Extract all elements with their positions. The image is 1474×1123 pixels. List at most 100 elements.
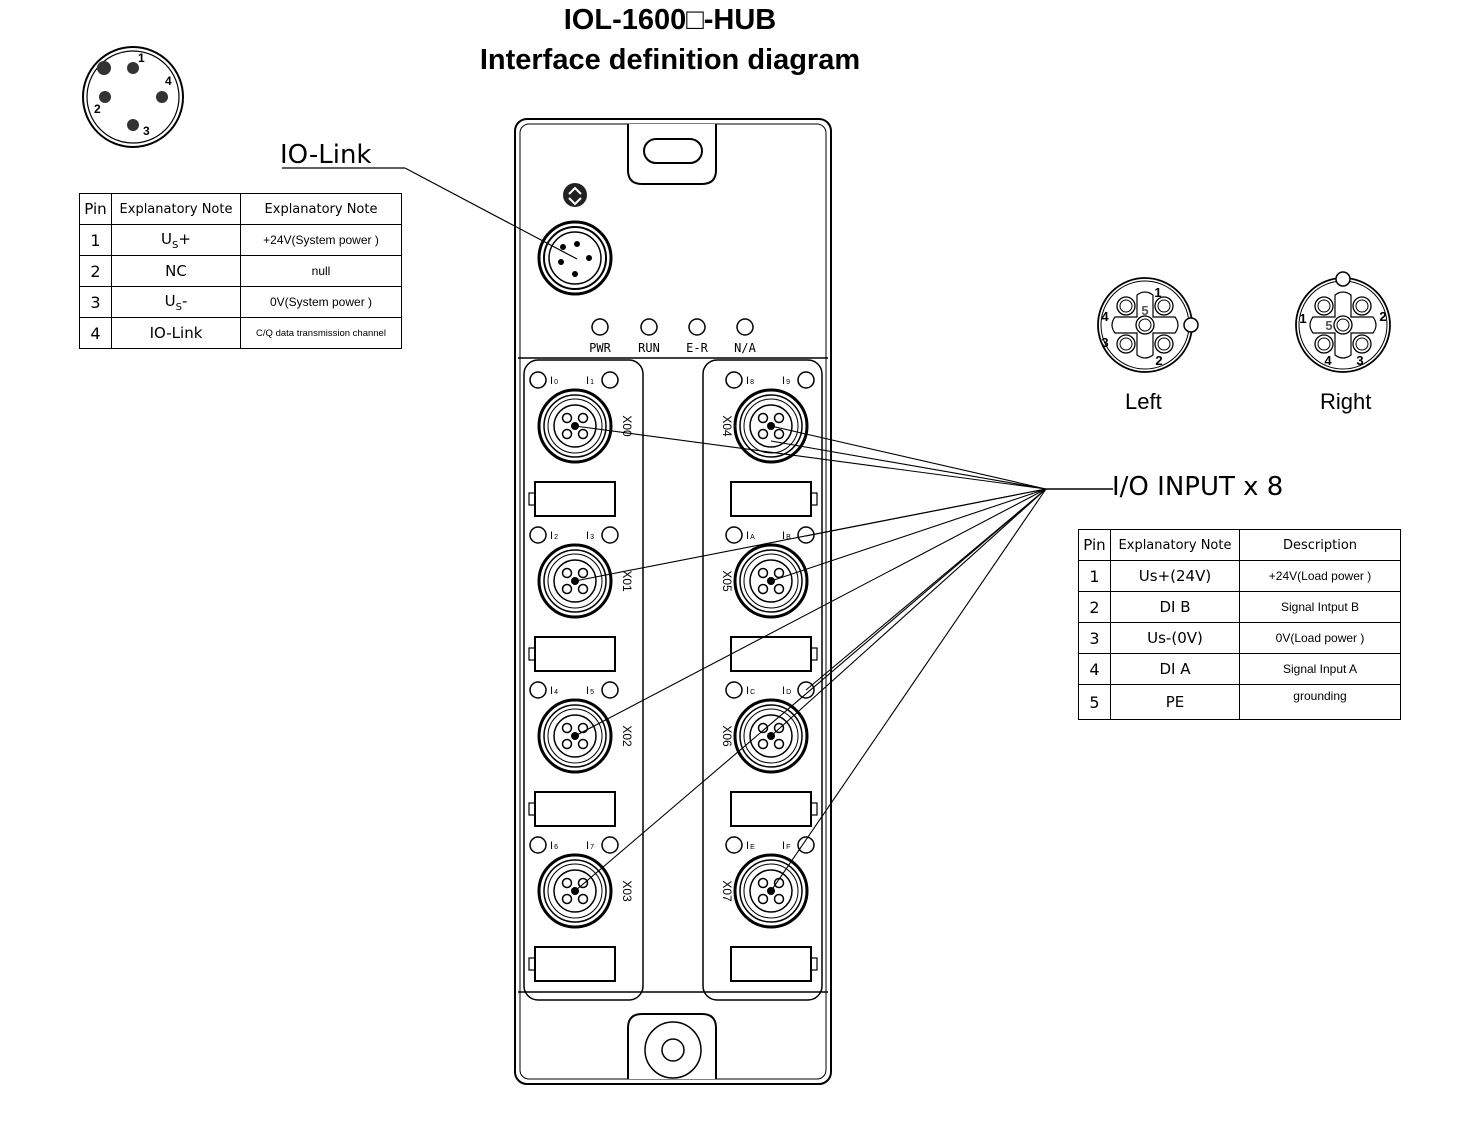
pin-label: 5 — [1325, 318, 1332, 333]
leader-line — [770, 440, 1047, 490]
desc-cell: Signal Intput B — [1239, 591, 1401, 623]
m12-right-caption: Right — [1320, 389, 1372, 414]
note-cell: DI B — [1110, 591, 1240, 623]
header-note: Explanatory Note — [111, 193, 241, 225]
m12-connector-icon — [537, 543, 613, 619]
input-led-icon — [725, 681, 743, 699]
pin-socket-icon — [1314, 334, 1334, 354]
leader-line — [805, 488, 1047, 537]
m12-connector-icon — [537, 698, 613, 774]
pin-socket-icon — [1314, 296, 1334, 316]
input-label: IF — [782, 840, 790, 852]
led-label: E-R — [686, 341, 708, 355]
input-led-icon — [797, 526, 815, 544]
m12-connector-icon — [733, 388, 809, 464]
input-label: IC — [746, 685, 755, 697]
io-input-callout-label: I/O INPUT x 8 — [1112, 472, 1284, 502]
pin-label: 1 — [1154, 285, 1161, 300]
note-cell: Us+(24V) — [1110, 560, 1240, 592]
header-desc: Description — [1239, 529, 1401, 561]
input-label: I9 — [782, 375, 790, 387]
input-led-icon — [725, 371, 743, 389]
input-led-icon — [797, 371, 815, 389]
key-notch — [1183, 317, 1199, 333]
pin-label: 2 — [94, 102, 101, 116]
input-label: I0 — [550, 375, 558, 387]
pin-cell: 4 — [79, 317, 112, 349]
desc-cell: +24V(System power ) — [240, 224, 402, 256]
input-label: I8 — [746, 375, 754, 387]
note-cell: US- — [111, 286, 241, 318]
status-led-icon — [688, 318, 706, 336]
pin-cell: 2 — [79, 255, 112, 287]
diagram-title: IOL-1600□-HUB — [563, 4, 777, 36]
pin-label: 3 — [143, 124, 150, 138]
pin-socket-icon — [1154, 296, 1174, 316]
table-row: 3 US- 0V(System power ) — [79, 286, 402, 318]
m12-connector-icon — [537, 853, 613, 929]
label-plate — [730, 636, 812, 672]
iolink-logo-icon — [563, 183, 587, 207]
label-plate — [730, 791, 812, 827]
pin-label: 4 — [165, 74, 172, 88]
leader-line — [770, 488, 1047, 737]
port-id-label: X05 — [720, 570, 734, 592]
input-led-icon — [725, 836, 743, 854]
table-row: 4 DI A Signal Input A — [1078, 653, 1401, 685]
input-led-icon — [601, 526, 619, 544]
table-header-row: Pin Explanatory Note Explanatory Note — [79, 193, 402, 225]
note-cell: DI A — [1110, 653, 1240, 685]
table-row: 5 PE grounding — [1078, 684, 1401, 720]
input-led-icon — [797, 836, 815, 854]
leader-line — [574, 488, 1047, 737]
io-pin-table: Pin Explanatory Note Description 1 Us+(2… — [1078, 529, 1401, 720]
input-led-icon — [529, 836, 547, 854]
leader-line — [574, 425, 1047, 490]
header-note: Explanatory Note — [1110, 529, 1240, 561]
header-pin: Pin — [1078, 529, 1111, 561]
pin-label: 1 — [1299, 311, 1306, 326]
pin-cell: 2 — [1078, 591, 1111, 623]
input-label: I1 — [586, 375, 594, 387]
pin-label: 4 — [1101, 309, 1109, 324]
port-id-label: X02 — [620, 725, 634, 747]
input-label: I2 — [550, 530, 558, 542]
note-cell: US+ — [111, 224, 241, 256]
input-led-icon — [601, 681, 619, 699]
desc-cell: grounding — [1239, 684, 1401, 720]
pin-socket-icon — [1352, 334, 1372, 354]
table-row: 1 Us+(24V) +24V(Load power ) — [1078, 560, 1401, 592]
port-id-label: X06 — [720, 725, 734, 747]
leader-line — [805, 488, 1047, 691]
note-cell: IO-Link — [111, 317, 241, 349]
label-plate — [534, 946, 616, 982]
input-label: I5 — [586, 685, 594, 697]
note-suffix: - — [181, 291, 188, 310]
desc-cell: Signal Input A — [1239, 653, 1401, 685]
pin-socket-icon — [1333, 315, 1353, 335]
pin-socket-icon — [1116, 334, 1136, 354]
header-pin: Pin — [79, 193, 112, 225]
port-id-label: X01 — [620, 570, 634, 592]
pin-cell: 3 — [1078, 622, 1111, 654]
pin-label: 2 — [1155, 353, 1162, 368]
table-row: 3 Us-(0V) 0V(Load power ) — [1078, 622, 1401, 654]
input-led-icon — [601, 371, 619, 389]
note-subscript: S — [175, 301, 182, 313]
pin-socket-icon — [1352, 296, 1372, 316]
desc-cell: +24V(Load power ) — [1239, 560, 1401, 592]
pin-socket-icon — [1154, 334, 1174, 354]
input-label: IE — [746, 840, 755, 852]
note-cell: Us-(0V) — [1110, 622, 1240, 654]
input-label: ID — [782, 685, 791, 697]
pin-label: 4 — [1324, 353, 1332, 368]
desc-cell: C/Q data transmission channel — [240, 317, 402, 349]
input-led-icon — [601, 836, 619, 854]
io-port-x06: IC ID X06 — [720, 681, 818, 827]
